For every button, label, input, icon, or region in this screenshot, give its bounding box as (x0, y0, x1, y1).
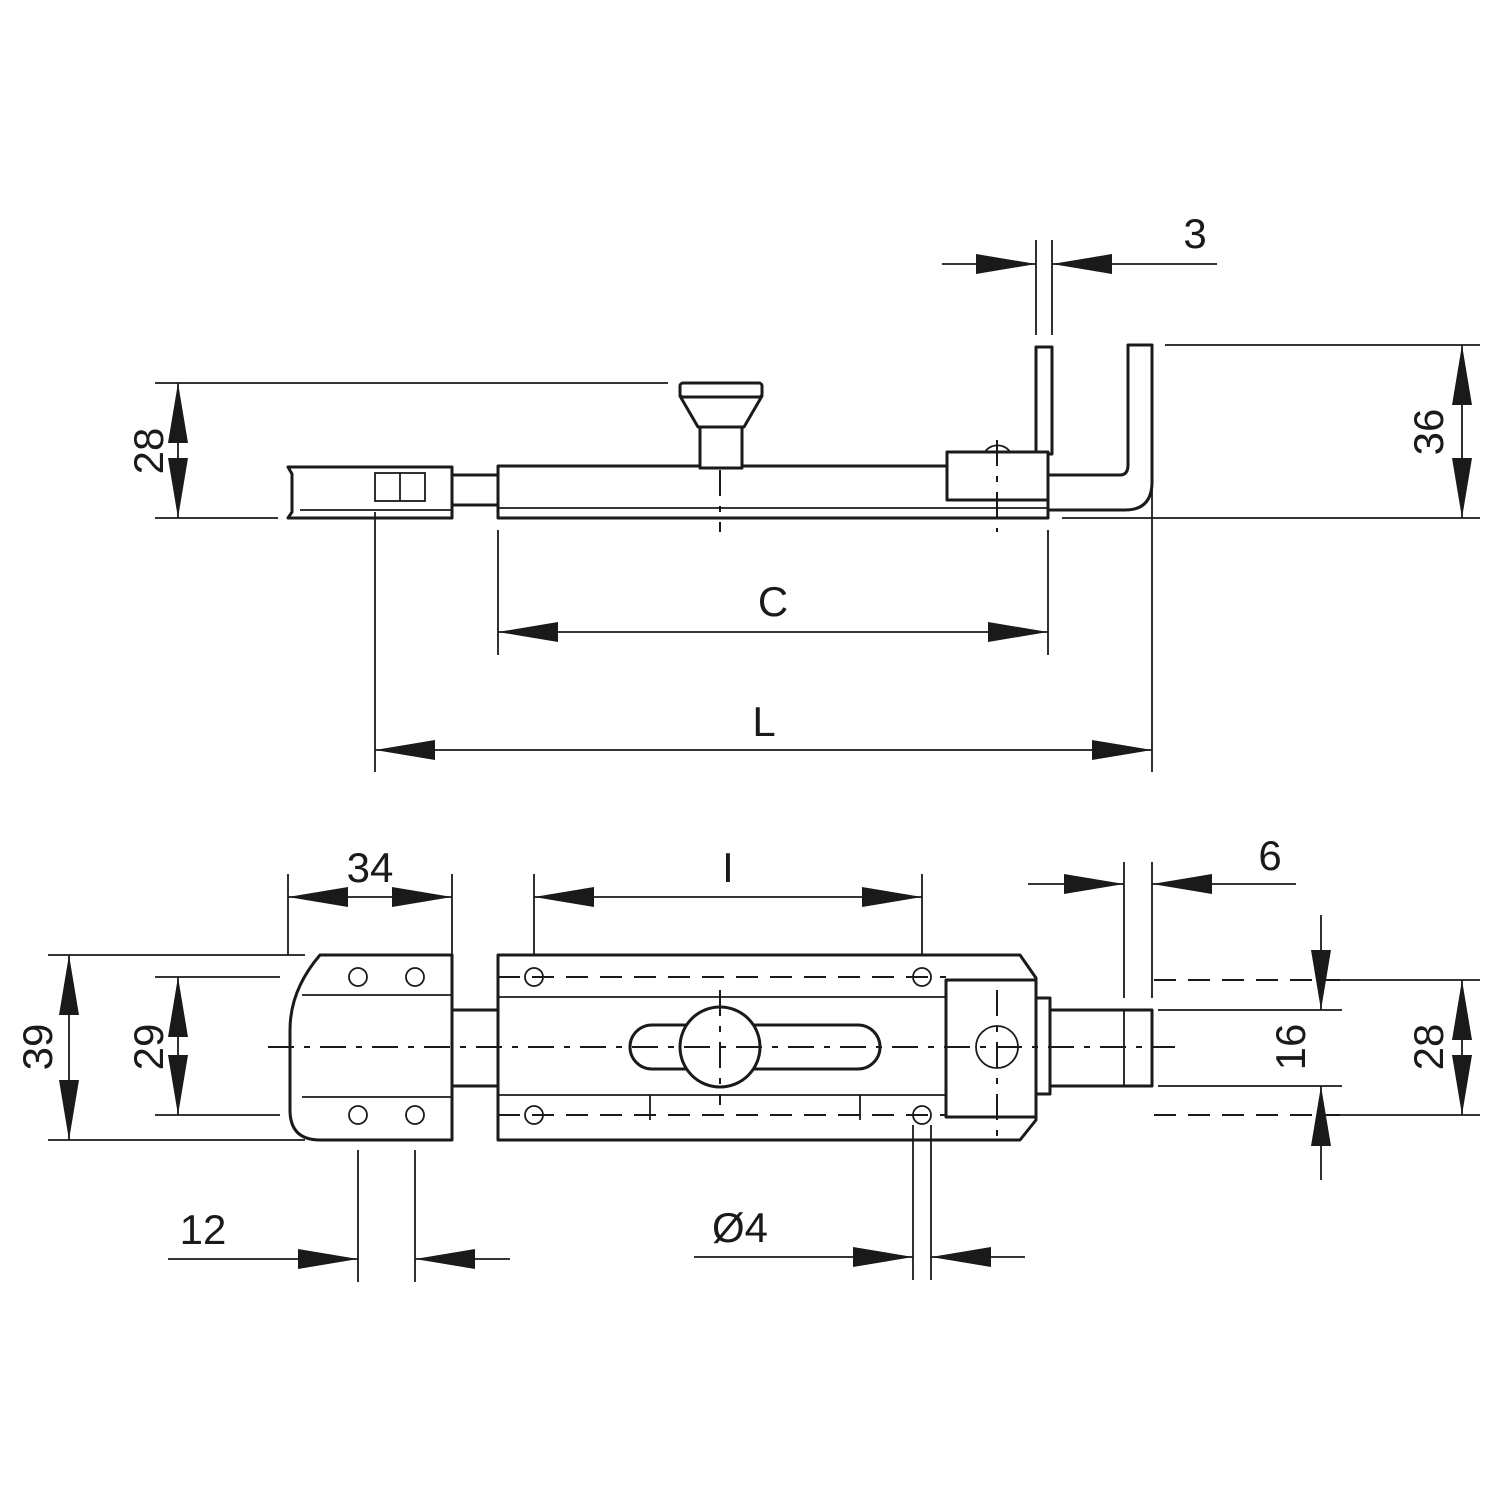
dim-top-29: 29 (125, 976, 280, 1116)
side-hook (945, 343, 1154, 512)
dim-top-34: 34 (287, 844, 453, 955)
dim-top-6: 6 (1028, 832, 1296, 998)
dim-side-L: L (374, 490, 1153, 772)
dim-side-36-label: 36 (1405, 409, 1452, 456)
dim-side-36: 36 (1062, 344, 1480, 519)
dim-side-3: 3 (942, 210, 1217, 335)
dim-top-dia4: Ø4 (694, 1125, 1025, 1280)
keeper-hole (348, 1105, 368, 1125)
dim-top-I: I (533, 844, 923, 955)
dim-side-L-label: L (752, 698, 775, 745)
dim-top-29-label: 29 (125, 1024, 172, 1071)
top-base-plate (496, 953, 1038, 1142)
dim-side-3-label: 3 (1183, 210, 1206, 257)
side-bolt-rod (450, 473, 502, 507)
dim-top-12: 12 (168, 1150, 510, 1282)
dim-top-28-label: 28 (1405, 1024, 1452, 1071)
keeper-hole (405, 1105, 425, 1125)
dim-top-39-label: 39 (14, 1024, 61, 1071)
side-knob (678, 381, 764, 470)
top-guide (944, 978, 1052, 1119)
keeper-hole (405, 967, 425, 987)
top-view: 34 I 6 39 29 (14, 832, 1480, 1282)
dim-top-16-label: 16 (1267, 1024, 1314, 1071)
dim-top-34-label: 34 (347, 844, 394, 891)
dim-top-12-label: 12 (180, 1206, 227, 1253)
dim-top-dia4-label: Ø4 (712, 1204, 768, 1251)
dim-top-16: 16 (1158, 915, 1342, 1180)
keeper-hole (348, 967, 368, 987)
dim-side-C: C (497, 530, 1049, 655)
dim-top-28: 28 (1340, 979, 1480, 1116)
dim-side-C-label: C (758, 578, 788, 625)
side-view: 28 36 3 C L (125, 210, 1480, 772)
side-keeper (286, 465, 454, 520)
top-keeper (288, 953, 454, 1142)
dim-side-28-label: 28 (125, 428, 172, 475)
dim-top-6-label: 6 (1258, 832, 1281, 879)
dim-side-28: 28 (125, 382, 668, 519)
dim-top-I-label: I (722, 844, 734, 891)
dim-top-39: 39 (14, 954, 305, 1141)
